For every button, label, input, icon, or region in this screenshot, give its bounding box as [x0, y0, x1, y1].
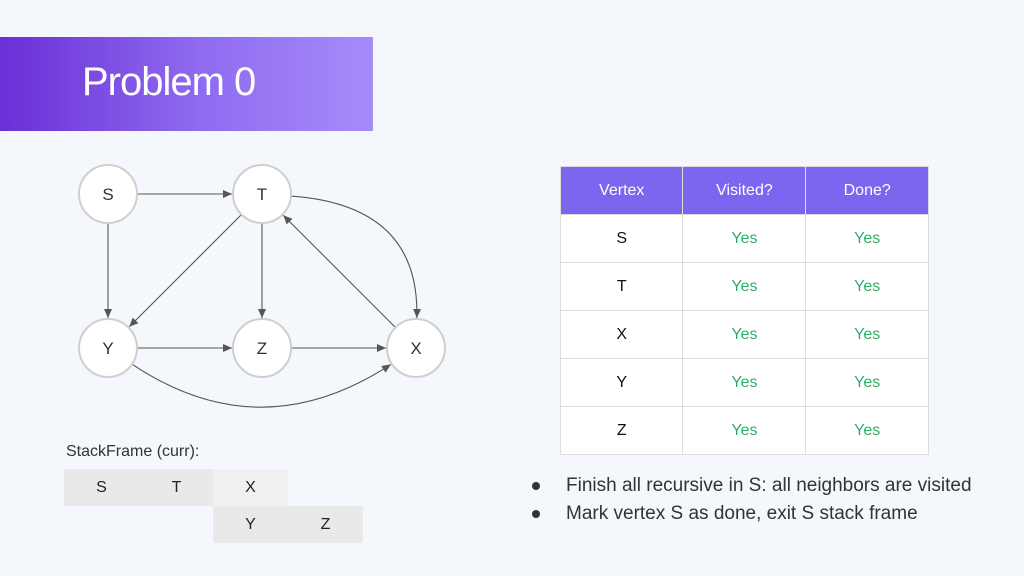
edge-t-x: [290, 195, 422, 319]
node-label: T: [257, 185, 267, 204]
cell-done: Yes: [805, 214, 929, 263]
cell-visited: Yes: [682, 262, 807, 311]
node-circle: [78, 318, 138, 378]
edge-x-t: [282, 214, 396, 328]
cell-vertex: Y: [559, 358, 684, 407]
stack-cell: T: [139, 469, 214, 506]
bullet-text: Mark vertex S as done, exit S stack fram…: [566, 503, 918, 524]
cell-vertex: T: [559, 262, 684, 311]
stack-cell: S: [64, 469, 139, 506]
cell-done: Yes: [805, 262, 929, 311]
node-x: X: [386, 318, 446, 378]
node-label: S: [102, 185, 113, 204]
column-header-done: Done?: [805, 166, 929, 215]
list-item: Mark vertex S as done, exit S stack fram…: [530, 500, 972, 528]
bullet-icon: [532, 510, 540, 518]
page-title: Problem 0: [82, 60, 256, 104]
title-banner: Problem 0: [0, 37, 373, 131]
node-z: Z: [232, 318, 292, 378]
table-row: S Yes Yes: [559, 214, 929, 263]
stack-cell: X: [213, 469, 288, 506]
column-header-vertex: Vertex: [559, 166, 684, 215]
cell-visited: Yes: [682, 358, 807, 407]
node-circle: [386, 318, 446, 378]
table-row: T Yes Yes: [559, 262, 929, 311]
cell-done: Yes: [805, 358, 929, 407]
list-item: Finish all recursive in S: all neighbors…: [530, 472, 972, 500]
node-label: X: [410, 339, 421, 358]
table-row: Z Yes Yes: [559, 406, 929, 455]
cell-visited: Yes: [682, 214, 807, 263]
table-row: X Yes Yes: [559, 310, 929, 359]
cell-done: Yes: [805, 310, 929, 359]
bullet-text: Finish all recursive in S: all neighbors…: [566, 475, 972, 496]
node-circle: [78, 164, 138, 224]
node-y: Y: [78, 318, 138, 378]
cell-vertex: S: [559, 214, 684, 263]
node-circle: [232, 318, 292, 378]
node-label: Y: [102, 339, 113, 358]
cell-vertex: X: [559, 310, 684, 359]
stack-cell: Z: [288, 506, 363, 543]
notes-list: Finish all recursive in S: all neighbors…: [530, 472, 972, 528]
stack-frame-label: StackFrame (curr):: [66, 443, 200, 460]
node-t: T: [232, 164, 292, 224]
edge-y-x: [131, 363, 392, 408]
table-row: Y Yes Yes: [559, 358, 929, 407]
bullet-icon: [532, 482, 540, 490]
vertex-status-table: Vertex Visited? Done? S Yes Yes T Yes Ye…: [559, 166, 929, 455]
cell-done: Yes: [805, 406, 929, 455]
node-label: Z: [257, 339, 267, 358]
stack-cell: Y: [213, 506, 288, 543]
node-s: S: [78, 164, 138, 224]
edge-t-y: [128, 214, 242, 328]
node-circle: [232, 164, 292, 224]
table-header-row: Vertex Visited? Done?: [559, 166, 929, 215]
column-header-visited: Visited?: [682, 166, 807, 215]
cell-visited: Yes: [682, 406, 807, 455]
cell-visited: Yes: [682, 310, 807, 359]
cell-vertex: Z: [559, 406, 684, 455]
